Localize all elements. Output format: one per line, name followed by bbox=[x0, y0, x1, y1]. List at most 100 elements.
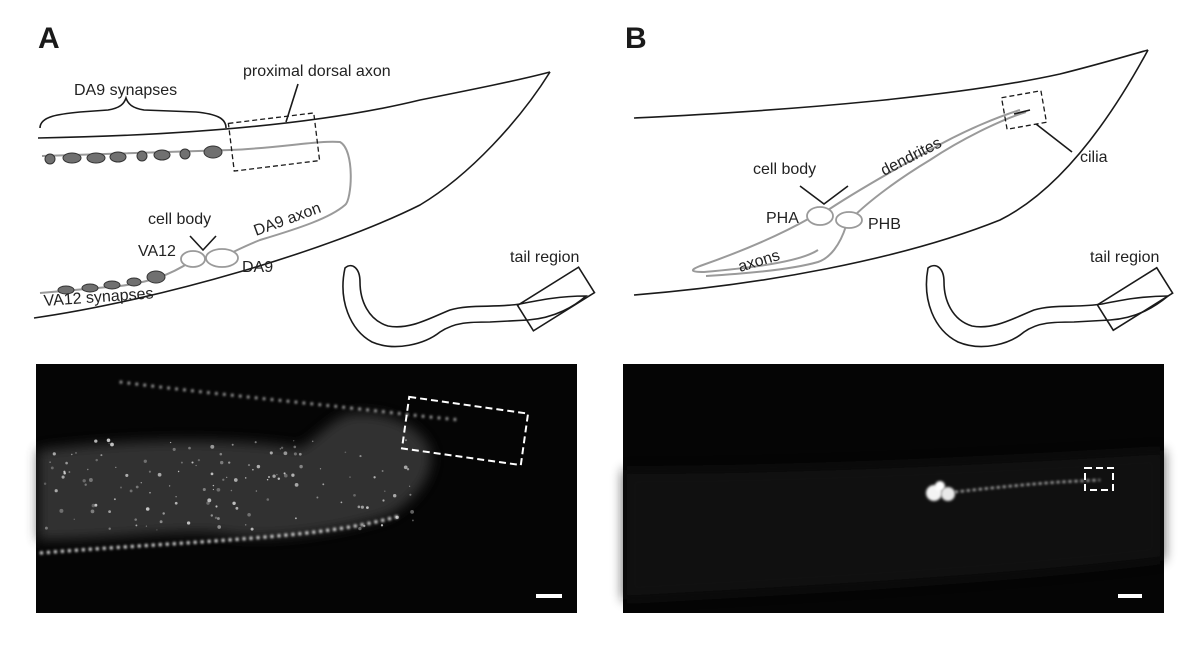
speckle bbox=[145, 525, 148, 527]
speckle bbox=[50, 466, 54, 470]
speckle bbox=[159, 520, 163, 524]
speckle bbox=[108, 510, 111, 513]
speckle bbox=[293, 452, 297, 456]
da9-cell-body bbox=[205, 248, 239, 268]
micrograph-a-zoom-box bbox=[400, 395, 530, 467]
speckle bbox=[217, 525, 222, 529]
label-da9: DA9 bbox=[242, 259, 273, 276]
synapse bbox=[146, 270, 166, 284]
speckle bbox=[61, 475, 65, 479]
panel-b: B cell body PHA PHB dendrites axons cili… bbox=[623, 22, 1174, 613]
speckle bbox=[186, 521, 191, 525]
label-proximal-dorsal-axon: proximal dorsal axon bbox=[243, 63, 391, 80]
speckle bbox=[349, 476, 351, 478]
speckle bbox=[174, 501, 178, 505]
speckle bbox=[49, 461, 51, 463]
synapse bbox=[62, 152, 82, 164]
label-da9-axon: DA9 axon bbox=[252, 200, 324, 240]
label-pha: PHA bbox=[766, 210, 799, 227]
speckle bbox=[322, 483, 325, 486]
speckle bbox=[319, 468, 322, 470]
speckle bbox=[65, 461, 68, 465]
micrograph-a-speckles bbox=[43, 438, 414, 531]
speckle bbox=[410, 510, 414, 514]
speckle bbox=[244, 524, 247, 526]
speckle bbox=[228, 461, 231, 464]
fluorescent-soma-extra bbox=[935, 481, 945, 491]
speckle bbox=[135, 485, 139, 489]
speckle bbox=[233, 478, 238, 482]
speckle bbox=[63, 470, 66, 473]
panel-b-body-outline-dorsal bbox=[633, 49, 1149, 119]
panel-a-tail-region-box bbox=[516, 266, 596, 332]
speckle bbox=[169, 441, 172, 444]
speckle bbox=[210, 472, 214, 476]
speckle bbox=[84, 483, 87, 486]
synapse bbox=[44, 153, 56, 165]
speckle bbox=[247, 513, 251, 517]
speckle bbox=[268, 476, 270, 478]
panel-b-cell-body-pointer bbox=[799, 185, 849, 205]
speckle bbox=[202, 487, 206, 492]
speckle bbox=[283, 451, 288, 456]
synapse bbox=[109, 151, 127, 163]
panel-a-worm-silhouette bbox=[342, 264, 589, 348]
speckle bbox=[340, 501, 343, 504]
phb-dendrite bbox=[851, 111, 1027, 219]
speckle bbox=[210, 514, 214, 517]
speckle bbox=[191, 461, 194, 464]
va12-synapse-row bbox=[57, 270, 166, 295]
speckle bbox=[235, 506, 239, 510]
speckle bbox=[294, 483, 299, 487]
speckle bbox=[143, 459, 147, 463]
speckle bbox=[75, 452, 77, 454]
cell-body-pointer bbox=[189, 235, 217, 252]
speckle bbox=[298, 452, 302, 456]
va12-cell-body bbox=[180, 250, 206, 268]
panel-b-worm-silhouette bbox=[925, 264, 1171, 348]
speckle bbox=[311, 440, 314, 443]
speckle bbox=[291, 473, 295, 477]
pha-dendrite bbox=[821, 109, 1021, 215]
speckle bbox=[216, 517, 220, 520]
speckle bbox=[380, 524, 384, 527]
speckle bbox=[145, 507, 150, 511]
micrograph-b bbox=[623, 364, 1164, 613]
synapse bbox=[136, 150, 148, 162]
cilia-leader bbox=[1035, 123, 1073, 153]
speckle bbox=[82, 479, 86, 483]
speckle bbox=[113, 498, 116, 501]
speckle bbox=[108, 527, 111, 530]
speckle bbox=[125, 473, 129, 477]
speckle bbox=[68, 471, 71, 473]
speckle bbox=[247, 464, 251, 467]
speckle bbox=[95, 458, 98, 462]
speckle bbox=[316, 496, 319, 499]
speckle bbox=[188, 446, 191, 450]
speckle bbox=[148, 470, 151, 473]
speckle bbox=[175, 495, 177, 498]
speckle bbox=[91, 503, 96, 508]
speckle bbox=[254, 441, 257, 444]
speckle bbox=[252, 468, 254, 471]
micrograph-b-dendrite bbox=[954, 479, 1101, 493]
speckle bbox=[172, 447, 176, 451]
micrograph-b-cell-bodies bbox=[926, 481, 955, 501]
speckle bbox=[266, 478, 269, 481]
speckle bbox=[280, 446, 284, 449]
cilia-box bbox=[1000, 90, 1048, 130]
speckle bbox=[293, 445, 297, 449]
speckle bbox=[119, 486, 123, 489]
label-va12: VA12 bbox=[138, 243, 176, 260]
panel-a-body-outline-dorsal bbox=[37, 71, 551, 139]
proximal-dorsal-axon-box bbox=[227, 112, 321, 172]
micrograph-b-zoom-box bbox=[1084, 467, 1114, 491]
speckle bbox=[299, 464, 303, 469]
speckle bbox=[357, 505, 361, 509]
speckle bbox=[210, 444, 215, 449]
synapse bbox=[103, 280, 121, 290]
synapse bbox=[81, 283, 99, 293]
phb-fluorescent-soma bbox=[941, 487, 955, 501]
micrograph-b-body-shadow bbox=[623, 450, 1164, 600]
speckle bbox=[232, 501, 236, 505]
